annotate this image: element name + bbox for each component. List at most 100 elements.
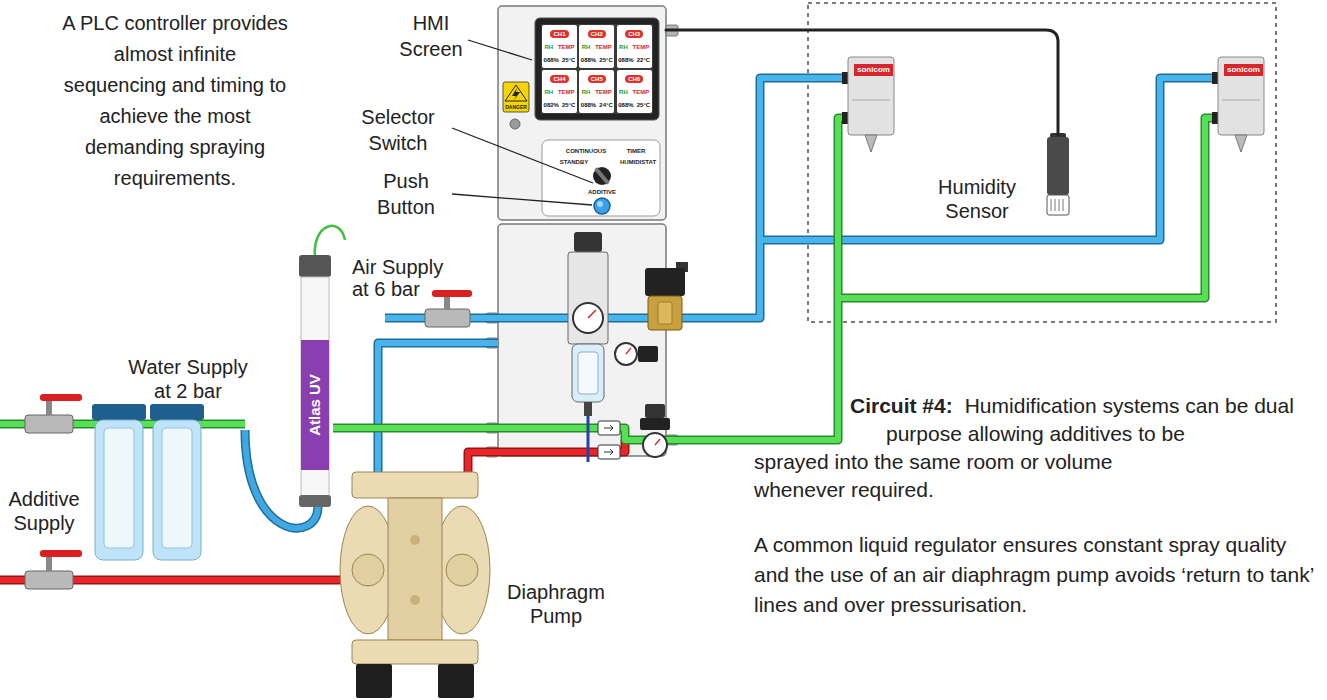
temp-value: 25°C bbox=[562, 56, 575, 64]
check-valve bbox=[598, 421, 620, 459]
filter-regulator bbox=[578, 352, 598, 394]
display-row: RH TEMP bbox=[617, 43, 652, 51]
display-cell: CH3RHTEMP088%22°C bbox=[617, 25, 652, 68]
check-valve bbox=[604, 449, 613, 455]
leader-line bbox=[452, 128, 593, 183]
control-panel-housing bbox=[512, 88, 520, 100]
display-row: RHTEMP bbox=[579, 43, 614, 51]
filter-regulator bbox=[572, 344, 604, 402]
supply-label: Air Supply at 6 bar bbox=[352, 256, 462, 300]
solenoid-valve bbox=[658, 302, 672, 324]
water-filter bbox=[95, 420, 143, 560]
air-pipe-outline bbox=[378, 343, 498, 474]
water-filter bbox=[162, 428, 192, 548]
text-wrap-spacer bbox=[754, 420, 886, 448]
solenoid-valve bbox=[645, 262, 688, 330]
display-row: 088%22°C bbox=[617, 56, 652, 64]
panel-fittings bbox=[486, 25, 678, 457]
display-row: 088% 25°C bbox=[617, 101, 652, 109]
display-row: 082%25°C bbox=[542, 101, 577, 109]
water-pipe-outline bbox=[838, 118, 1218, 298]
spray-nozzle-body bbox=[848, 57, 894, 135]
display-cell: CH2RHTEMP088%25°C bbox=[579, 25, 614, 68]
text-wrap-spacer bbox=[754, 392, 850, 420]
display-row: RH TEMP bbox=[579, 88, 614, 96]
pump-air-regulator bbox=[615, 343, 658, 365]
check-valve bbox=[598, 421, 620, 435]
rh-value: 088% bbox=[618, 101, 633, 109]
spray-nozzle-body bbox=[852, 100, 890, 101]
supply-label: Additive Supply bbox=[2, 487, 86, 535]
rh-tag: RH bbox=[582, 88, 591, 96]
display-cell: CH6RHTEMP 088% 25°C bbox=[617, 70, 652, 113]
water-pipe bbox=[333, 118, 848, 440]
spray-nozzle-body bbox=[1212, 72, 1218, 84]
control-panel-housing bbox=[542, 140, 660, 216]
humidity-sensor-body bbox=[1047, 133, 1069, 215]
switch-position-label: ADDITIVE bbox=[588, 189, 616, 196]
water-ball-valve bbox=[25, 415, 73, 433]
control-panel-housing bbox=[597, 201, 603, 207]
air-pipe bbox=[385, 78, 848, 318]
humidity-sensor-body bbox=[1047, 137, 1069, 195]
water-pipe bbox=[838, 118, 1218, 298]
additive-ball-valve bbox=[46, 556, 52, 571]
control-panel-housing bbox=[498, 6, 666, 220]
air-pipe bbox=[760, 78, 1218, 240]
temp-tag: TEMP bbox=[595, 88, 612, 96]
water-filter bbox=[104, 428, 134, 548]
control-panel-housing bbox=[498, 6, 666, 456]
liquid-regulator bbox=[640, 404, 670, 457]
rh-value: 088% bbox=[581, 56, 596, 64]
uv-steriliser-body bbox=[315, 226, 345, 256]
temp-value: 25°C bbox=[637, 101, 650, 109]
pump-air-regulator bbox=[615, 343, 637, 365]
air-ball-valve bbox=[425, 309, 470, 327]
liquid-regulator bbox=[645, 404, 665, 418]
solenoid-valve bbox=[645, 268, 685, 296]
channel-badge: CH2 bbox=[588, 30, 606, 38]
circuit-description: Humidification systems can be dual purpo… bbox=[754, 394, 1294, 501]
diaphragm-pump-body bbox=[352, 472, 478, 498]
rh-value: 088% bbox=[581, 101, 596, 109]
control-panel-housing bbox=[593, 167, 611, 185]
filter-regulator bbox=[574, 232, 602, 252]
spray-nozzle: sonicom bbox=[1218, 57, 1269, 135]
display-row: RHTEMP bbox=[542, 43, 577, 51]
display-row: RHTEMP bbox=[542, 88, 577, 96]
diaphragm-pump-body bbox=[438, 664, 474, 698]
brand-tag: sonicom bbox=[1224, 64, 1263, 76]
brand-name: Atlas UV bbox=[306, 374, 324, 436]
display-row: RHTEMP bbox=[617, 88, 652, 96]
air-pipe bbox=[378, 343, 498, 474]
temp-tag: TEMP bbox=[558, 88, 575, 96]
switch-position-label: TIMER bbox=[627, 148, 646, 155]
diaphragm-pump-body bbox=[388, 498, 442, 640]
channel-badge: CH1 bbox=[550, 30, 568, 38]
channel-badge: CH4 bbox=[550, 75, 568, 83]
description-note: A PLC controller provides almost infinit… bbox=[60, 8, 290, 194]
water-filter bbox=[153, 420, 201, 560]
humidity-sensor: Humidity Sensor bbox=[1043, 135, 1073, 215]
filter-regulator bbox=[568, 232, 608, 416]
humidity-sensor-body bbox=[1051, 199, 1063, 211]
component-label: Diaphragm Pump bbox=[496, 580, 616, 628]
water-pipe-outline bbox=[333, 118, 848, 440]
channel-badge: CH6 bbox=[625, 75, 643, 83]
spray-nozzle: sonicom bbox=[848, 57, 899, 135]
water-ball-valve bbox=[25, 394, 82, 433]
temp-tag: TEMP bbox=[633, 43, 650, 51]
spray-nozzle-body bbox=[1235, 135, 1247, 152]
circuit-paragraph: Circuit #4:Humidification systems can be… bbox=[754, 392, 1314, 504]
additive-ball-valve bbox=[25, 550, 82, 589]
uv-steriliser-body bbox=[301, 277, 329, 502]
control-panel-housing bbox=[503, 82, 529, 112]
switch-position-label: STANDBY bbox=[560, 159, 589, 166]
callout-label: Selector Switch bbox=[348, 104, 448, 156]
leader-line bbox=[452, 194, 592, 205]
filter-regulator bbox=[568, 252, 608, 344]
rh-value: 088% bbox=[544, 56, 559, 64]
rh-tag: RH bbox=[619, 43, 628, 51]
uv-steriliser-body bbox=[299, 226, 345, 507]
rh-tag: RH bbox=[582, 43, 591, 51]
